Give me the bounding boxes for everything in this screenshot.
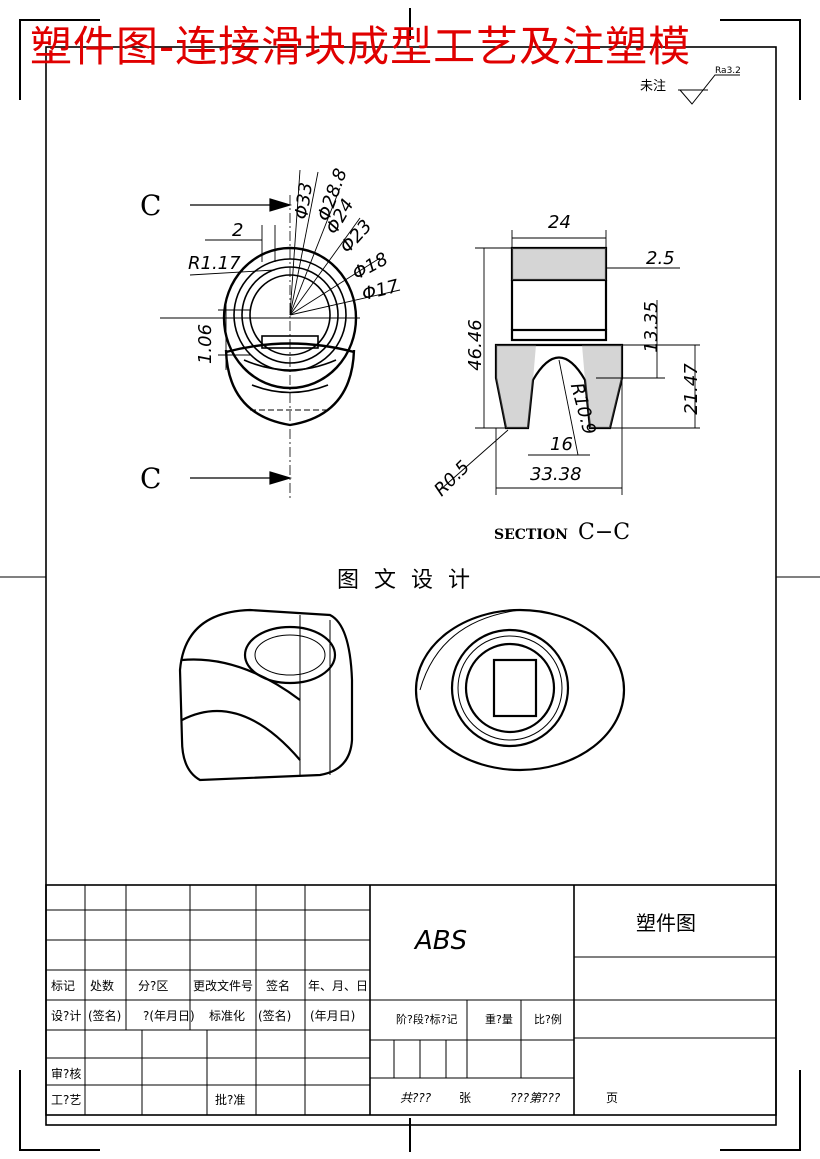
surface-note: 未注 <box>640 79 667 94</box>
process-label: 工?艺 <box>51 1093 82 1107</box>
dim-w16: 16 <box>550 434 573 455</box>
dim-w24: 24 <box>548 212 571 233</box>
dim-h21-47: 21.47 <box>680 363 702 415</box>
label-count: 处数 <box>90 979 115 993</box>
standardize-date: (年月日) <box>310 1009 356 1023</box>
dim-w2: 2 <box>232 220 244 241</box>
dim-h46-46: 46.46 <box>464 319 486 371</box>
label-date: 年、月、日 <box>308 979 369 993</box>
dim-w33-38: 33.38 <box>530 464 582 485</box>
label-change-doc: 更改文件号 <box>193 979 254 993</box>
total-sheets: 共??? <box>400 1091 432 1105</box>
approve-label: 批?准 <box>215 1093 246 1107</box>
banner-title: 塑件图-连接滑块成型工艺及注塑模 <box>30 22 692 71</box>
weight-label: 重?量 <box>485 1013 513 1026</box>
standardize-sign: (签名) <box>258 1009 292 1023</box>
label-sign: 签名 <box>266 979 291 993</box>
drawing-name: 塑件图 <box>636 911 696 935</box>
section-caption-word: SECTION <box>494 527 568 543</box>
design-label: 设?计 <box>51 1009 82 1023</box>
view-caption: 图 文 设 计 <box>337 568 474 593</box>
material: ABS <box>415 926 468 956</box>
section-marker-top: C <box>140 189 162 222</box>
dim-d33: Φ33 <box>291 181 318 221</box>
dim-r1-17: R1.17 <box>188 253 241 274</box>
label-mark: 标记 <box>51 979 76 993</box>
review-label: 审?核 <box>51 1067 82 1081</box>
page-unit: 页 <box>606 1091 619 1105</box>
dim-h13-35: 13.35 <box>640 301 662 353</box>
stage-mark-label: 阶?段?标?记 <box>396 1013 458 1026</box>
design-date: ?(年月日) <box>143 1009 195 1023</box>
section-caption-letters: C−C <box>578 520 631 545</box>
scale-label: 比?例 <box>534 1013 562 1026</box>
section-marker-bottom: C <box>140 462 162 495</box>
sheets-unit: 张 <box>459 1091 472 1105</box>
label-zone: 分?区 <box>138 979 169 993</box>
dim-t2-5: 2.5 <box>646 248 675 269</box>
design-sign: (签名) <box>88 1009 122 1023</box>
standardize-label: 标准化 <box>209 1009 246 1023</box>
page-number: ???第??? <box>510 1091 561 1105</box>
surface-ra: Ra3.2 <box>715 66 741 76</box>
dim-h1-06: 1.06 <box>195 323 217 365</box>
